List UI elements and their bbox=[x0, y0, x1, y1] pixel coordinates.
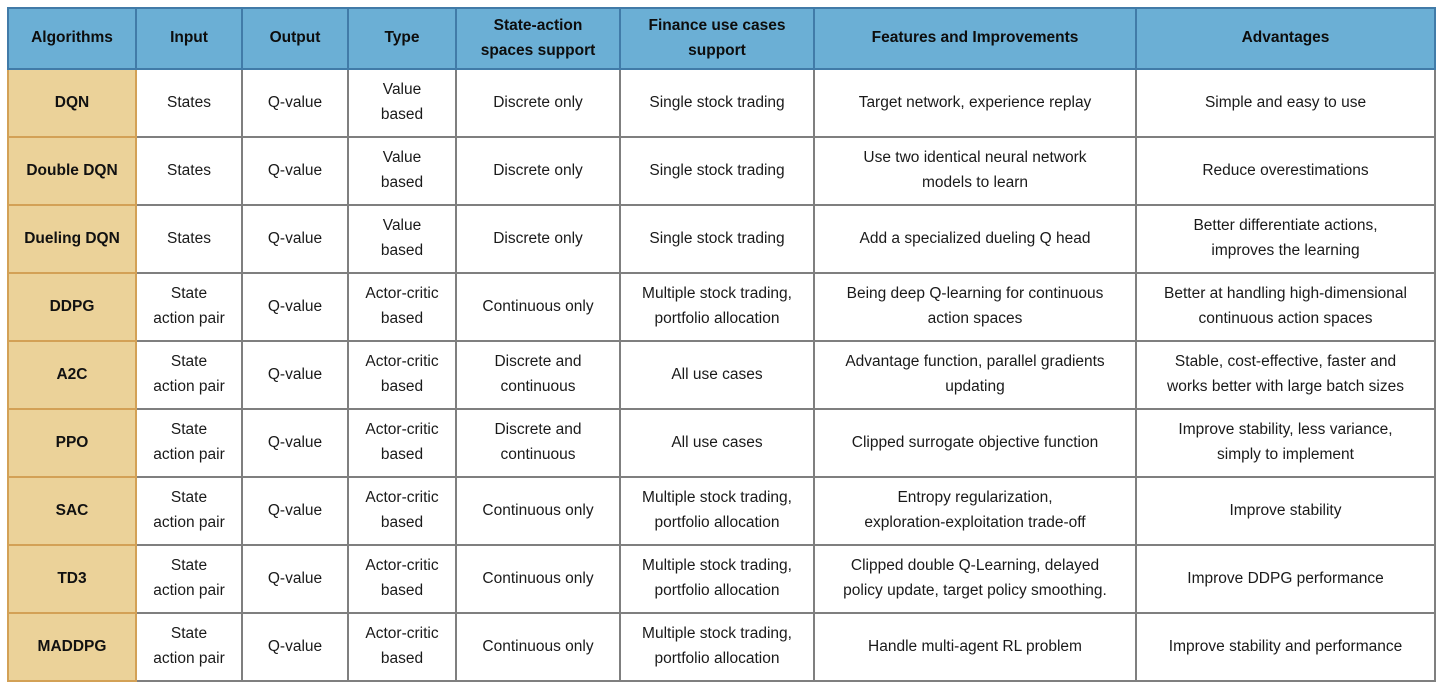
algorithm-name-cell: MADDPG bbox=[7, 612, 137, 682]
type-cell: Value based bbox=[347, 204, 457, 274]
output-cell: Q-value bbox=[241, 136, 349, 206]
input-cell: State action pair bbox=[135, 612, 243, 682]
column-header-features-improvements: Features and Improvements bbox=[813, 7, 1137, 70]
advantages-cell: Improve DDPG performance bbox=[1135, 544, 1436, 614]
features-cell: Handle multi-agent RL problem bbox=[813, 612, 1137, 682]
input-cell: State action pair bbox=[135, 340, 243, 410]
table-row-ddpg: DDPG State action pair Q-value Actor-cri… bbox=[7, 272, 1436, 342]
spaces-cell: Continuous only bbox=[455, 272, 621, 342]
finance-cell: Single stock trading bbox=[619, 68, 815, 138]
output-cell: Q-value bbox=[241, 204, 349, 274]
output-cell: Q-value bbox=[241, 612, 349, 682]
table-row-dqn: DQN States Q-value Value based Discrete … bbox=[7, 68, 1436, 138]
spaces-cell: Discrete only bbox=[455, 136, 621, 206]
output-cell: Q-value bbox=[241, 340, 349, 410]
algorithms-comparison-table-page: Algorithms Input Output Type State-actio… bbox=[7, 7, 1436, 682]
input-cell: State action pair bbox=[135, 476, 243, 546]
features-cell: Add a specialized dueling Q head bbox=[813, 204, 1137, 274]
spaces-cell: Continuous only bbox=[455, 612, 621, 682]
algorithm-name-cell: DQN bbox=[7, 68, 137, 138]
table-row-dueling-dqn: Dueling DQN States Q-value Value based D… bbox=[7, 204, 1436, 274]
table-row-ppo: PPO State action pair Q-value Actor-crit… bbox=[7, 408, 1436, 478]
spaces-cell: Discrete only bbox=[455, 68, 621, 138]
features-cell: Use two identical neural network models … bbox=[813, 136, 1137, 206]
type-cell: Actor-critic based bbox=[347, 612, 457, 682]
type-cell: Actor-critic based bbox=[347, 544, 457, 614]
table-row-sac: SAC State action pair Q-value Actor-crit… bbox=[7, 476, 1436, 546]
spaces-cell: Discrete only bbox=[455, 204, 621, 274]
column-header-algorithms: Algorithms bbox=[7, 7, 137, 70]
finance-cell: Multiple stock trading, portfolio alloca… bbox=[619, 272, 815, 342]
finance-cell: Single stock trading bbox=[619, 136, 815, 206]
advantages-cell: Simple and easy to use bbox=[1135, 68, 1436, 138]
input-cell: State action pair bbox=[135, 408, 243, 478]
advantages-cell: Better at handling high-dimensional cont… bbox=[1135, 272, 1436, 342]
spaces-cell: Discrete and continuous bbox=[455, 408, 621, 478]
output-cell: Q-value bbox=[241, 476, 349, 546]
advantages-cell: Stable, cost-effective, faster and works… bbox=[1135, 340, 1436, 410]
finance-cell: Multiple stock trading, portfolio alloca… bbox=[619, 476, 815, 546]
column-header-finance-use-cases: Finance use cases support bbox=[619, 7, 815, 70]
column-header-input: Input bbox=[135, 7, 243, 70]
advantages-cell: Improve stability bbox=[1135, 476, 1436, 546]
column-header-state-action-spaces: State-action spaces support bbox=[455, 7, 621, 70]
column-header-type: Type bbox=[347, 7, 457, 70]
algorithm-name-cell: SAC bbox=[7, 476, 137, 546]
spaces-cell: Discrete and continuous bbox=[455, 340, 621, 410]
type-cell: Actor-critic based bbox=[347, 272, 457, 342]
algorithms-comparison-table: Algorithms Input Output Type State-actio… bbox=[7, 7, 1436, 682]
input-cell: States bbox=[135, 68, 243, 138]
spaces-cell: Continuous only bbox=[455, 544, 621, 614]
finance-cell: All use cases bbox=[619, 340, 815, 410]
table-row-td3: TD3 State action pair Q-value Actor-crit… bbox=[7, 544, 1436, 614]
table-row-a2c: A2C State action pair Q-value Actor-crit… bbox=[7, 340, 1436, 410]
input-cell: State action pair bbox=[135, 272, 243, 342]
output-cell: Q-value bbox=[241, 272, 349, 342]
algorithm-name-cell: TD3 bbox=[7, 544, 137, 614]
type-cell: Value based bbox=[347, 136, 457, 206]
column-header-output: Output bbox=[241, 7, 349, 70]
advantages-cell: Better differentiate actions, improves t… bbox=[1135, 204, 1436, 274]
finance-cell: All use cases bbox=[619, 408, 815, 478]
input-cell: States bbox=[135, 204, 243, 274]
advantages-cell: Reduce overestimations bbox=[1135, 136, 1436, 206]
input-cell: States bbox=[135, 136, 243, 206]
algorithm-name-cell: A2C bbox=[7, 340, 137, 410]
algorithm-name-cell: Dueling DQN bbox=[7, 204, 137, 274]
finance-cell: Multiple stock trading, portfolio alloca… bbox=[619, 612, 815, 682]
table-row-double-dqn: Double DQN States Q-value Value based Di… bbox=[7, 136, 1436, 206]
output-cell: Q-value bbox=[241, 68, 349, 138]
features-cell: Clipped surrogate objective function bbox=[813, 408, 1137, 478]
algorithm-name-cell: Double DQN bbox=[7, 136, 137, 206]
advantages-cell: Improve stability and performance bbox=[1135, 612, 1436, 682]
input-cell: State action pair bbox=[135, 544, 243, 614]
features-cell: Entropy regularization, exploration-expl… bbox=[813, 476, 1137, 546]
features-cell: Being deep Q-learning for continuous act… bbox=[813, 272, 1137, 342]
type-cell: Actor-critic based bbox=[347, 340, 457, 410]
features-cell: Target network, experience replay bbox=[813, 68, 1137, 138]
column-header-advantages: Advantages bbox=[1135, 7, 1436, 70]
algorithm-name-cell: PPO bbox=[7, 408, 137, 478]
finance-cell: Multiple stock trading, portfolio alloca… bbox=[619, 544, 815, 614]
spaces-cell: Continuous only bbox=[455, 476, 621, 546]
output-cell: Q-value bbox=[241, 544, 349, 614]
table-row-maddpg: MADDPG State action pair Q-value Actor-c… bbox=[7, 612, 1436, 682]
type-cell: Actor-critic based bbox=[347, 476, 457, 546]
features-cell: Advantage function, parallel gradients u… bbox=[813, 340, 1137, 410]
output-cell: Q-value bbox=[241, 408, 349, 478]
type-cell: Actor-critic based bbox=[347, 408, 457, 478]
algorithm-name-cell: DDPG bbox=[7, 272, 137, 342]
advantages-cell: Improve stability, less variance, simply… bbox=[1135, 408, 1436, 478]
finance-cell: Single stock trading bbox=[619, 204, 815, 274]
type-cell: Value based bbox=[347, 68, 457, 138]
features-cell: Clipped double Q-Learning, delayed polic… bbox=[813, 544, 1137, 614]
header-row: Algorithms Input Output Type State-actio… bbox=[7, 7, 1436, 70]
